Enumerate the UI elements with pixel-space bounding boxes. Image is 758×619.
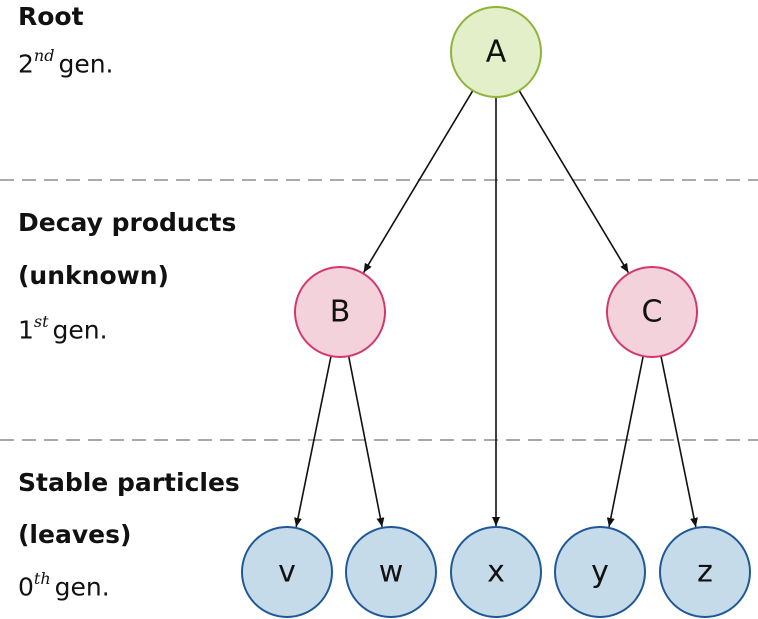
- node-a: A: [450, 6, 542, 98]
- edge-b-to-v: [294, 355, 332, 528]
- node-b-label: B: [330, 295, 351, 330]
- node-y-label: y: [591, 555, 609, 590]
- node-z-label: z: [697, 555, 713, 590]
- tier-decay-subtitle: (unknown): [18, 261, 169, 290]
- node-z: z: [659, 526, 751, 618]
- node-c-label: C: [642, 295, 663, 330]
- gen-number: 2: [18, 49, 34, 79]
- gen-word: gen.: [54, 572, 110, 602]
- gen-suffix: st: [33, 312, 49, 331]
- node-w: w: [345, 526, 437, 618]
- tier-stable-subtitle: (leaves): [18, 520, 132, 549]
- nodes: A B C v w x y z: [241, 6, 751, 618]
- node-v: v: [241, 526, 333, 618]
- node-c: C: [606, 266, 698, 358]
- tier-stable-title: Stable particles: [18, 468, 240, 497]
- edge-a-to-c: [518, 90, 630, 273]
- gen-word: gen.: [52, 315, 108, 345]
- gen-word: gen.: [58, 49, 114, 79]
- node-b: B: [294, 266, 386, 358]
- node-y: y: [554, 526, 646, 618]
- gen-number: 0: [18, 572, 34, 602]
- edge-c-to-z: [660, 355, 698, 528]
- edge-b-to-w: [347, 356, 385, 528]
- edges: [294, 90, 698, 528]
- node-w-label: w: [379, 555, 404, 590]
- tier-root-title: Root: [18, 2, 84, 31]
- edge-c-to-y: [606, 355, 644, 528]
- gen-suffix: nd: [33, 46, 55, 65]
- edge-a-to-b: [362, 90, 474, 273]
- gen-suffix: th: [33, 569, 51, 588]
- gen-number: 1: [18, 315, 34, 345]
- node-a-label: A: [486, 35, 507, 70]
- node-v-label: v: [278, 555, 296, 590]
- node-x: x: [450, 526, 542, 618]
- node-x-label: x: [487, 555, 505, 590]
- tier-decay-title: Decay products: [18, 208, 237, 237]
